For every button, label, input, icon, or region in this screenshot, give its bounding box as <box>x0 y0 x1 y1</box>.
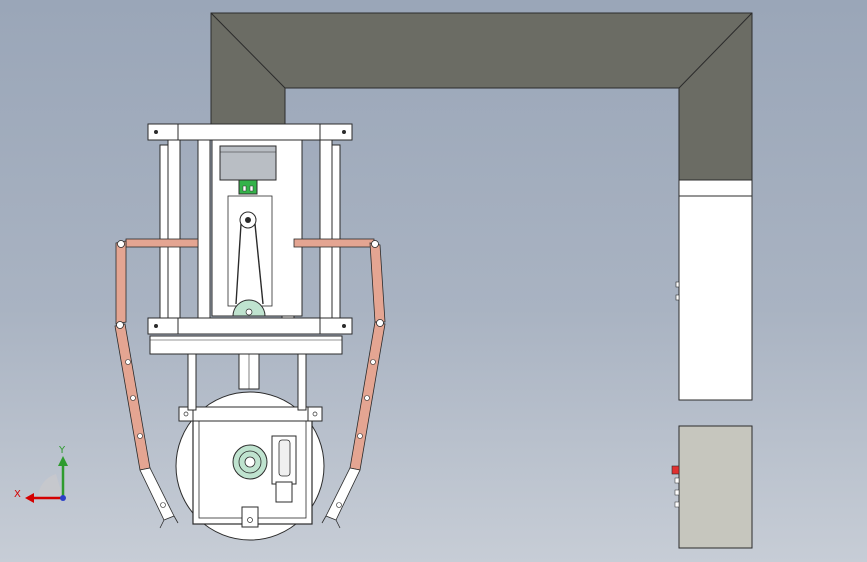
motor-housing <box>219 145 277 181</box>
overhead-frame[interactable] <box>210 12 753 401</box>
frame-corner-right <box>678 12 753 89</box>
triad-y-label: Y <box>58 445 66 456</box>
left-end-pivot <box>160 502 166 508</box>
right-end-effector[interactable] <box>325 467 361 521</box>
turret-gear[interactable] <box>232 444 268 480</box>
triad-z-axis <box>60 495 66 501</box>
right-pivot-top <box>371 240 379 248</box>
left-pivot-2 <box>130 395 136 401</box>
right-link-upper <box>369 242 386 323</box>
right-pivot-3 <box>357 433 363 439</box>
upright-right-outer <box>319 137 333 325</box>
linkage-arm-left[interactable] <box>114 240 179 529</box>
upright-left-inner <box>197 137 211 325</box>
top-crossbar-bracket-right <box>319 123 353 141</box>
top-bolt-left <box>154 130 158 134</box>
right-pivot-1 <box>370 359 376 365</box>
control-cabinet[interactable] <box>671 425 753 549</box>
frame-corner-left <box>210 12 286 89</box>
driven-gear-body <box>232 299 266 317</box>
turret-bolt-hole-left <box>183 411 189 417</box>
left-pivot-mid <box>116 321 124 329</box>
left-pivot-top <box>117 240 125 248</box>
frame-column-tab-2 <box>675 294 680 301</box>
left-end-effector[interactable] <box>139 467 175 521</box>
cabinet-tab-1 <box>674 477 680 484</box>
left-link-upper <box>115 240 127 325</box>
guide-rods <box>187 339 307 411</box>
triad-x-label: X <box>14 489 21 500</box>
right-pivot-2 <box>364 395 370 401</box>
top-crossbar-bracket-left <box>147 123 179 141</box>
linkage-arm-right[interactable] <box>321 240 386 529</box>
drive-pulley-hub <box>245 217 251 223</box>
bottom-crossbar-bracket-left <box>147 317 179 335</box>
turret-bottom-clamp-hole <box>247 517 253 523</box>
cabinet-tab-3 <box>674 501 680 508</box>
gripper-base <box>275 481 293 503</box>
turret-bolt-hole-right <box>312 411 318 417</box>
right-end-tip-1 <box>321 515 327 524</box>
driven-gear-hub <box>245 308 253 316</box>
base-plate <box>149 335 343 355</box>
frame-column-tab-1 <box>675 281 680 288</box>
bottom-crossbar-bracket-right <box>319 317 353 335</box>
belt-strand-left <box>235 223 242 305</box>
triad-x-arrow <box>25 493 34 503</box>
cabinet-body <box>678 425 753 549</box>
gripper-jaw <box>278 439 291 477</box>
motor-coupler-slot-2 <box>249 185 254 192</box>
belt-strand-right <box>254 223 264 305</box>
upright-left-outer <box>167 137 181 325</box>
turret-assembly[interactable] <box>175 391 325 541</box>
left-end-tip-2 <box>173 515 179 524</box>
triad-z-wedge <box>38 474 63 498</box>
motor-coupler-slot-1 <box>242 185 247 192</box>
coordinate-triad: Y X <box>14 445 68 503</box>
triad-y-arrow <box>58 456 68 466</box>
left-pivot-3 <box>137 433 143 439</box>
driven-gear[interactable] <box>232 299 266 317</box>
motor-coupler[interactable] <box>238 179 258 195</box>
main-tower[interactable] <box>147 123 353 355</box>
right-pivot-mid <box>376 319 384 327</box>
frame-column-right <box>678 179 753 401</box>
turret-gear-hub <box>244 456 256 468</box>
cabinet-tab-2 <box>674 489 680 496</box>
tie-rod-right <box>293 238 375 248</box>
top-bolt-right <box>342 130 346 134</box>
cabinet-button-red[interactable] <box>671 465 680 475</box>
left-pivot-1 <box>125 359 131 365</box>
bottom-bolt-left <box>154 324 158 328</box>
bottom-bolt-right <box>342 324 346 328</box>
right-end-pivot <box>336 502 342 508</box>
right-end-tip-2 <box>335 519 341 529</box>
tie-rod-left <box>125 238 199 248</box>
left-end-tip-1 <box>159 519 165 529</box>
gripper-clamp[interactable] <box>271 435 297 503</box>
turret-bottom-clamp <box>241 506 259 528</box>
